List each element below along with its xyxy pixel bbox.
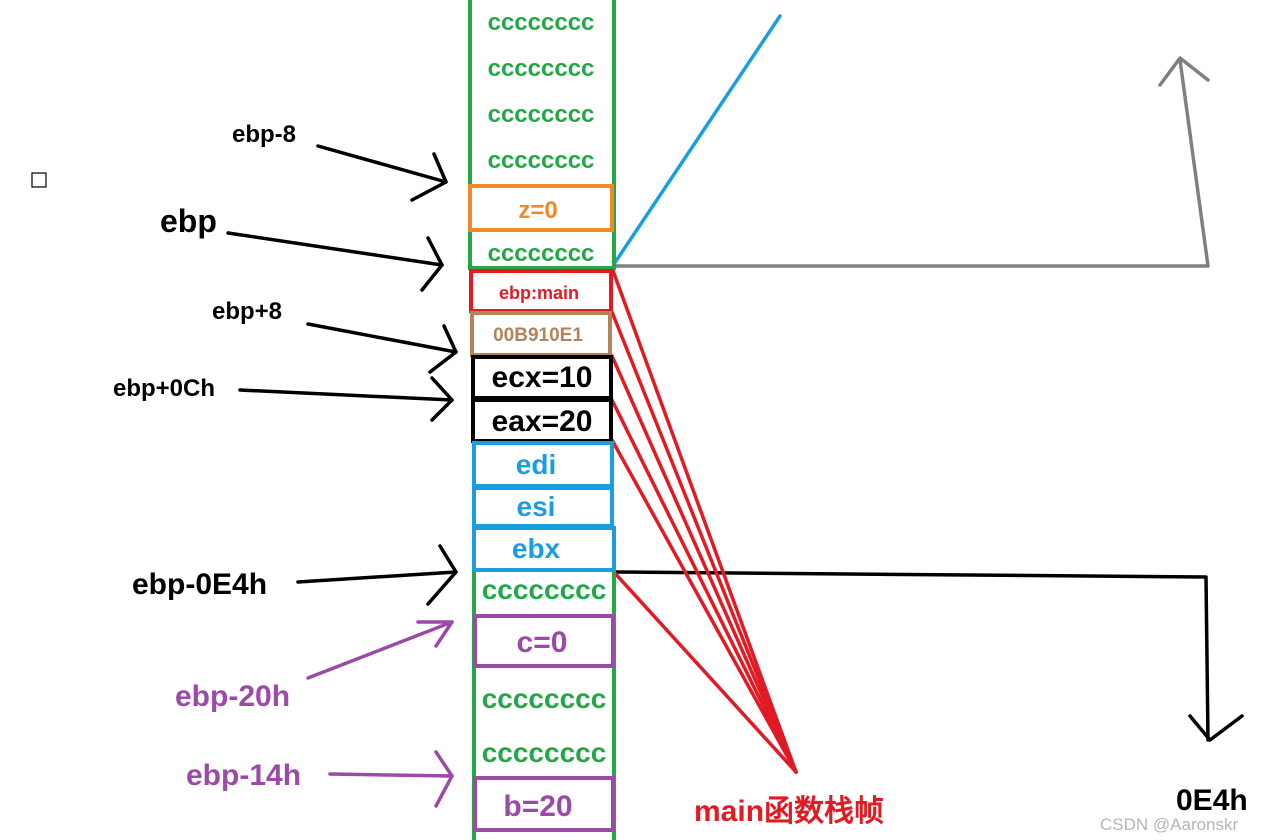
arrow-ebp <box>226 231 444 292</box>
stack-cell-filler: cccccccc <box>488 9 595 36</box>
arrow-ebp-plus-0ch <box>238 376 454 422</box>
blue-diagonal-line <box>612 14 782 266</box>
arrow-ebp-minus-8 <box>316 144 448 202</box>
stack-cell-ebp-main-label: ebp:main <box>499 283 579 303</box>
label-main-frame: main函数栈帧 <box>694 795 884 828</box>
stack-cell-filler: cccccccc <box>482 683 607 714</box>
stack-cell-filler: cccccccc <box>482 574 607 605</box>
stack-cell-filler: cccccccc <box>488 147 595 174</box>
stack-cell-ebx <box>472 526 616 572</box>
stack-cell-filler: cccccccc <box>488 55 595 82</box>
stack-cell-ebx-label: ebx <box>512 533 561 564</box>
label-ebp-minus-14h: ebp-14h <box>186 759 301 792</box>
gray-bracket-arrow <box>612 56 1210 268</box>
stack-cell-b-label: b=20 <box>503 790 572 823</box>
stack-cell-c <box>473 614 615 668</box>
stack-cell-ebp-main <box>469 269 613 313</box>
black-bracket-arrow <box>612 570 1244 742</box>
arrow-ebp-minus-14h <box>328 750 454 808</box>
stack-cell-filler: cccccccc <box>488 101 595 128</box>
arrow-ebp-minus-20h <box>306 620 454 680</box>
label-ebp: ebp <box>160 203 217 239</box>
stack-cell-z <box>468 184 614 232</box>
stack-cell-edi <box>472 441 614 488</box>
stack-cell-edi-label: edi <box>516 449 556 480</box>
label-ebp-plus-0ch: ebp+0Ch <box>113 375 215 402</box>
stack-cell-z-label: z=0 <box>518 197 557 224</box>
stack-cell-c-label: c=0 <box>517 626 568 659</box>
label-ebp-plus-8: ebp+8 <box>212 298 282 325</box>
watermark: CSDN @Aaronskr <box>1100 815 1239 834</box>
arrow-ebp-plus-8 <box>306 322 458 374</box>
stack-cell-esi-label: esi <box>517 491 556 522</box>
red-frame-lines <box>610 266 798 774</box>
stack-cell-filler: cccccccc <box>488 240 595 267</box>
stack-cell-b <box>473 776 615 832</box>
label-ebp-minus-8: ebp-8 <box>232 121 296 148</box>
stack-cell-eax-label: eax=20 <box>492 405 593 438</box>
label-ebp-minus-0e4h: ebp-0E4h <box>132 568 267 601</box>
stack-cell-ecx-label: ecx=10 <box>492 361 593 394</box>
stack-cell-return-address <box>470 311 612 357</box>
checkbox-square <box>31 172 47 188</box>
stack-cell-filler: cccccccc <box>482 737 607 768</box>
arrow-ebp-minus-0e4h <box>296 544 458 606</box>
stack-cell-eax <box>471 398 613 443</box>
label-ebp-minus-20h: ebp-20h <box>175 680 290 713</box>
stack-cell-return-address-label: 00B910E1 <box>493 325 583 346</box>
label-size-0e4h: 0E4h <box>1176 784 1248 817</box>
